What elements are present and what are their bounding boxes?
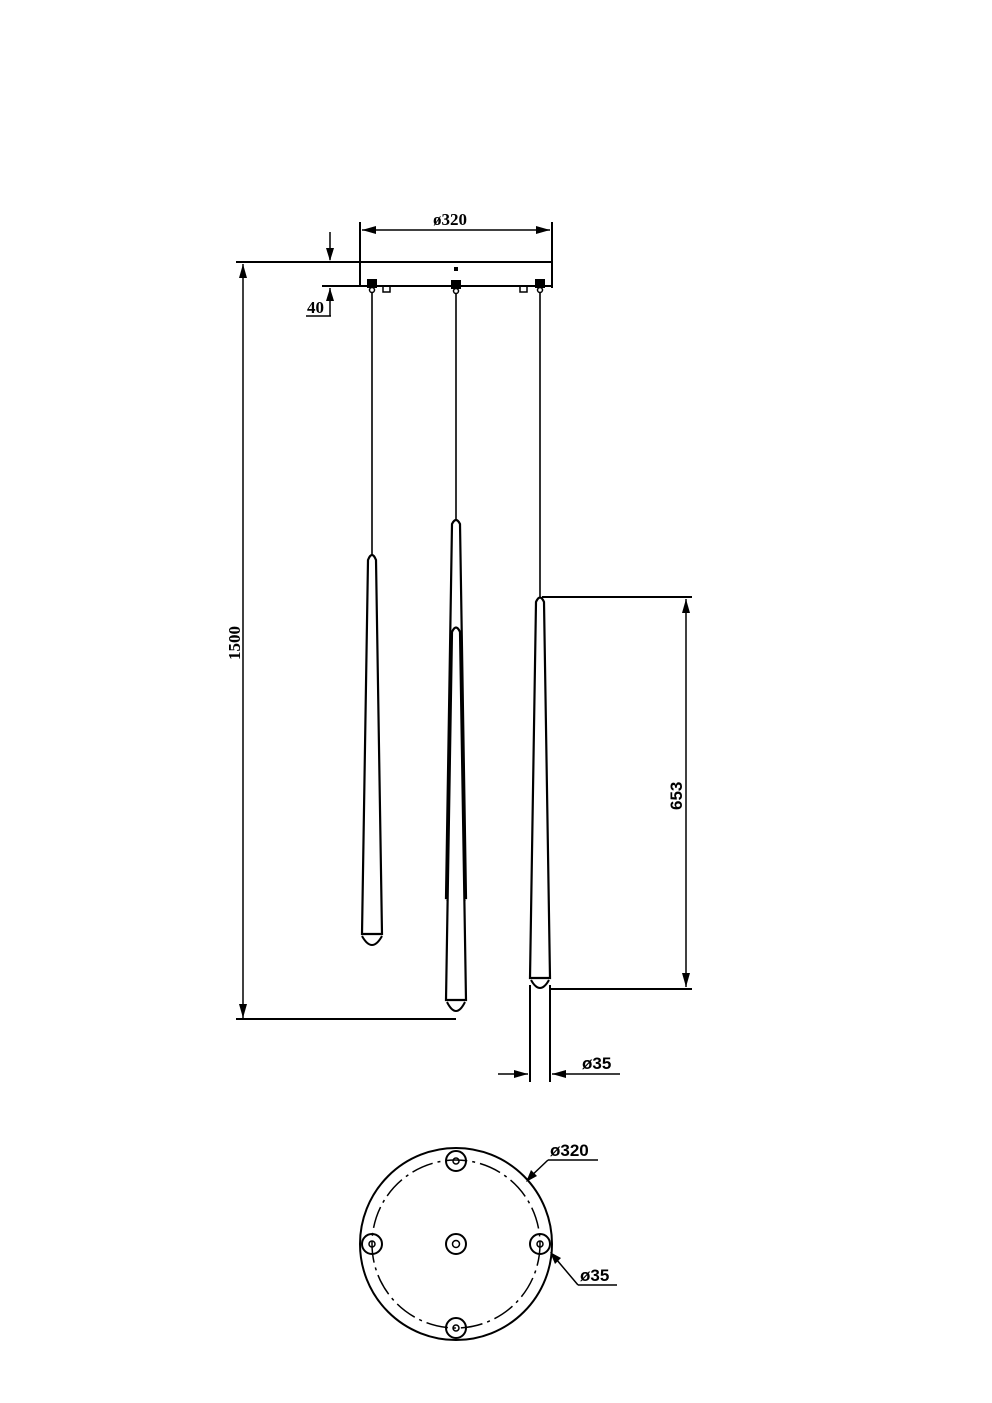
pendant-length-label: 653: [667, 782, 686, 810]
overall-height-label: 1500: [225, 626, 244, 660]
hole-diameter-leader: ø35: [550, 1252, 617, 1286]
hole-left: [361, 1233, 383, 1255]
ceiling-canopy: [359, 261, 553, 295]
side-elevation-view: ø320 40 1500: [225, 210, 692, 1082]
canopy-height-label: 40: [307, 298, 324, 317]
canopy-diameter-label: ø320: [433, 210, 467, 229]
pendant-right: [528, 596, 552, 989]
hole-right: [529, 1233, 551, 1255]
pendant-left: [360, 553, 384, 946]
overall-height-dimension: 1500: [225, 264, 456, 1020]
pendant-center-front: [444, 626, 468, 1012]
hole-diameter-label: ø35: [580, 1266, 609, 1285]
pendant-diameter-dimension: ø35: [498, 985, 620, 1082]
plate-outline: [359, 1147, 553, 1341]
plate-diameter-label: ø320: [550, 1141, 589, 1160]
canopy-height-dimension: 40: [236, 232, 360, 317]
pendant-diameter-label: ø35: [582, 1054, 611, 1073]
bolt-circle: [371, 1159, 541, 1329]
plate-diameter-leader: ø320: [526, 1141, 598, 1182]
hole-center: [445, 1233, 467, 1255]
hole-top: [445, 1150, 467, 1172]
pendant-length-dimension: 653: [542, 596, 692, 990]
hole-bottom: [445, 1317, 467, 1339]
ceiling-plate-top-view: ø320 ø35: [359, 1141, 617, 1341]
canopy-diameter-dimension: ø320: [359, 210, 553, 288]
